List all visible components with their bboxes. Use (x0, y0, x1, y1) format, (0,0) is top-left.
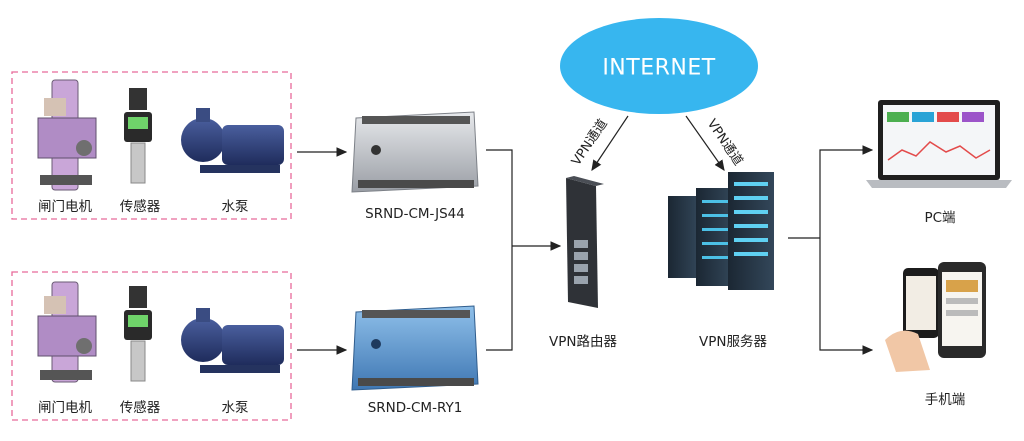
pressure-sensor-icon (124, 88, 152, 184)
link-modules-router (486, 149, 513, 351)
device-group-bottom (11, 271, 292, 421)
control-module-icon (351, 305, 479, 391)
tunnel-cloud-router (591, 115, 629, 171)
water-pump-icon (181, 108, 284, 173)
device-label-sensor: 传感器 (119, 400, 161, 416)
control-module-icon (351, 111, 479, 193)
server-label: VPN服务器 (699, 334, 767, 350)
device-group-top (11, 71, 292, 220)
laptop-icon (866, 100, 1012, 188)
internet-cloud (560, 18, 758, 114)
device-label-pump: 水泵 (221, 400, 249, 416)
smartphone-icon (885, 262, 986, 372)
device-label-sensor: 传感器 (119, 199, 161, 215)
device-label-gate-motor: 闸门电机 (38, 199, 92, 215)
internet-label: INTERNET (602, 55, 716, 81)
client-label-mobile: 手机端 (924, 392, 966, 408)
gate-motor-icon (37, 281, 97, 383)
router-label: VPN路由器 (549, 334, 617, 350)
device-label-pump: 水泵 (221, 199, 249, 215)
module-label-js44: SRND-CM-JS44 (365, 206, 465, 222)
water-pump-icon (181, 308, 284, 373)
link-hub-clients (819, 149, 868, 351)
gate-motor-icon (37, 79, 97, 191)
vpn-router-icon (566, 176, 604, 308)
client-label-pc: PC端 (924, 210, 956, 226)
tunnel-cloud-server (685, 115, 725, 171)
vpn-server-icon (668, 172, 774, 290)
device-label-gate-motor: 闸门电机 (38, 400, 92, 416)
module-label-ry1: SRND-CM-RY1 (367, 400, 463, 416)
pressure-sensor-icon (124, 286, 152, 382)
